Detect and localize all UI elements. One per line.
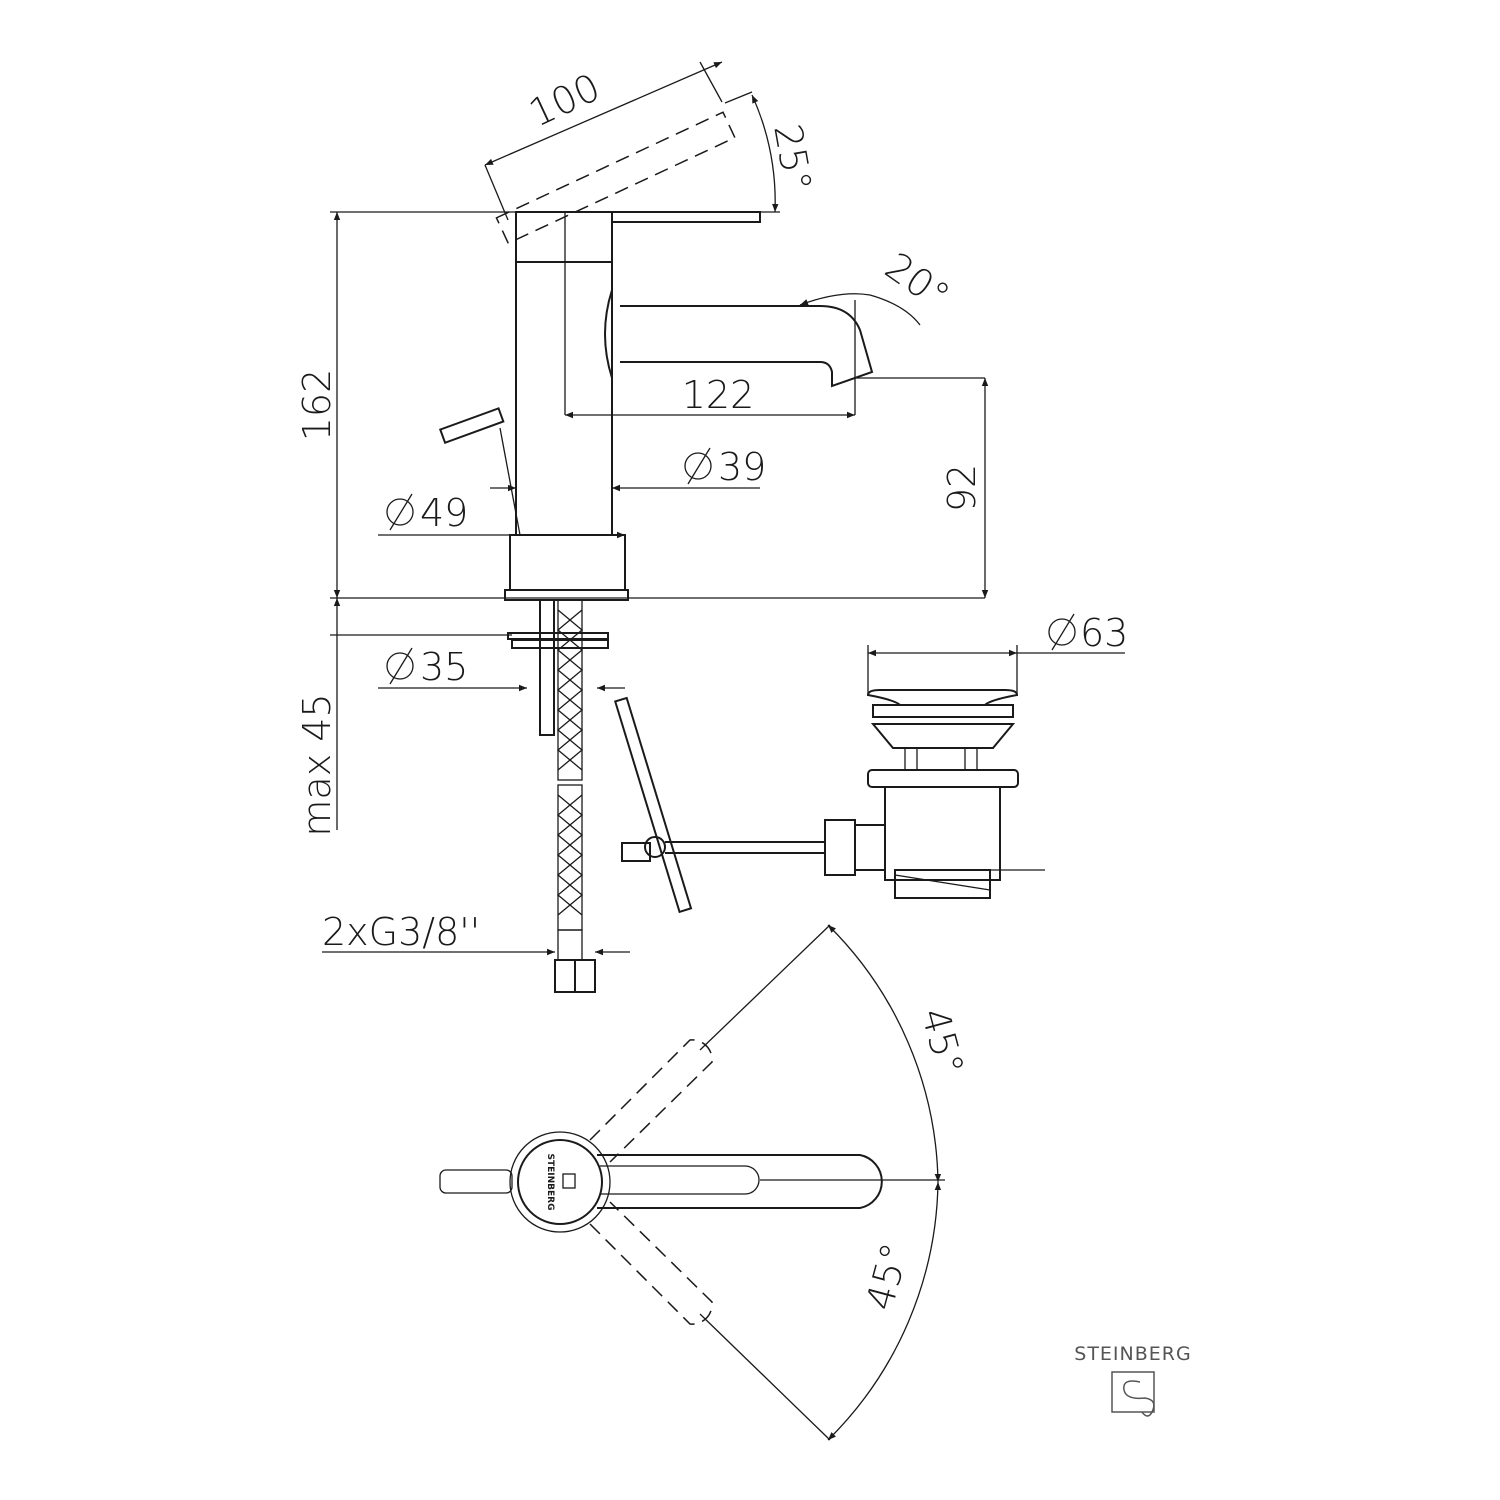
- dim-base-diameter: 49: [386, 491, 468, 535]
- dim-max-deck: max 45: [295, 693, 339, 836]
- dim-handle-angle: 25°: [765, 121, 820, 195]
- dim-rotation-down: 45°: [857, 1238, 917, 1314]
- dim-waste-diameter: 63: [1048, 611, 1128, 655]
- faucet-top-view: STEINBERG: [439, 924, 945, 1441]
- dimension-labels: 100 25° 20° 162 122 92 39 49 35 63 max 4…: [295, 65, 1128, 1315]
- waste-drain: [824, 689, 1045, 899]
- dim-spout-reach: 122: [682, 373, 755, 417]
- logo-mark-icon: [562, 1173, 576, 1189]
- dimension-lines: [322, 61, 1125, 1441]
- dim-body-diameter: 39: [684, 445, 766, 489]
- dim-hole-diameter: 35: [386, 645, 468, 689]
- dim-handle-length: 100: [522, 65, 606, 136]
- brand-name: STEINBERG: [1074, 1343, 1191, 1365]
- dim-spout-angle: 20°: [877, 244, 957, 319]
- head-marking: STEINBERG: [545, 1154, 555, 1211]
- svg-text:49: 49: [420, 491, 468, 535]
- svg-text:35: 35: [420, 645, 468, 689]
- svg-text:63: 63: [1080, 611, 1128, 655]
- dim-rotation-up: 45°: [913, 1003, 973, 1079]
- dim-total-height: 162: [295, 369, 339, 442]
- svg-text:39: 39: [718, 445, 766, 489]
- dim-connection: 2xG3/8'': [322, 910, 480, 954]
- brand-logo: STEINBERG: [1074, 1343, 1191, 1417]
- dim-spout-height: 92: [940, 464, 984, 512]
- brand-mark-icon: [1111, 1371, 1155, 1413]
- under-deck-parts: [507, 599, 825, 993]
